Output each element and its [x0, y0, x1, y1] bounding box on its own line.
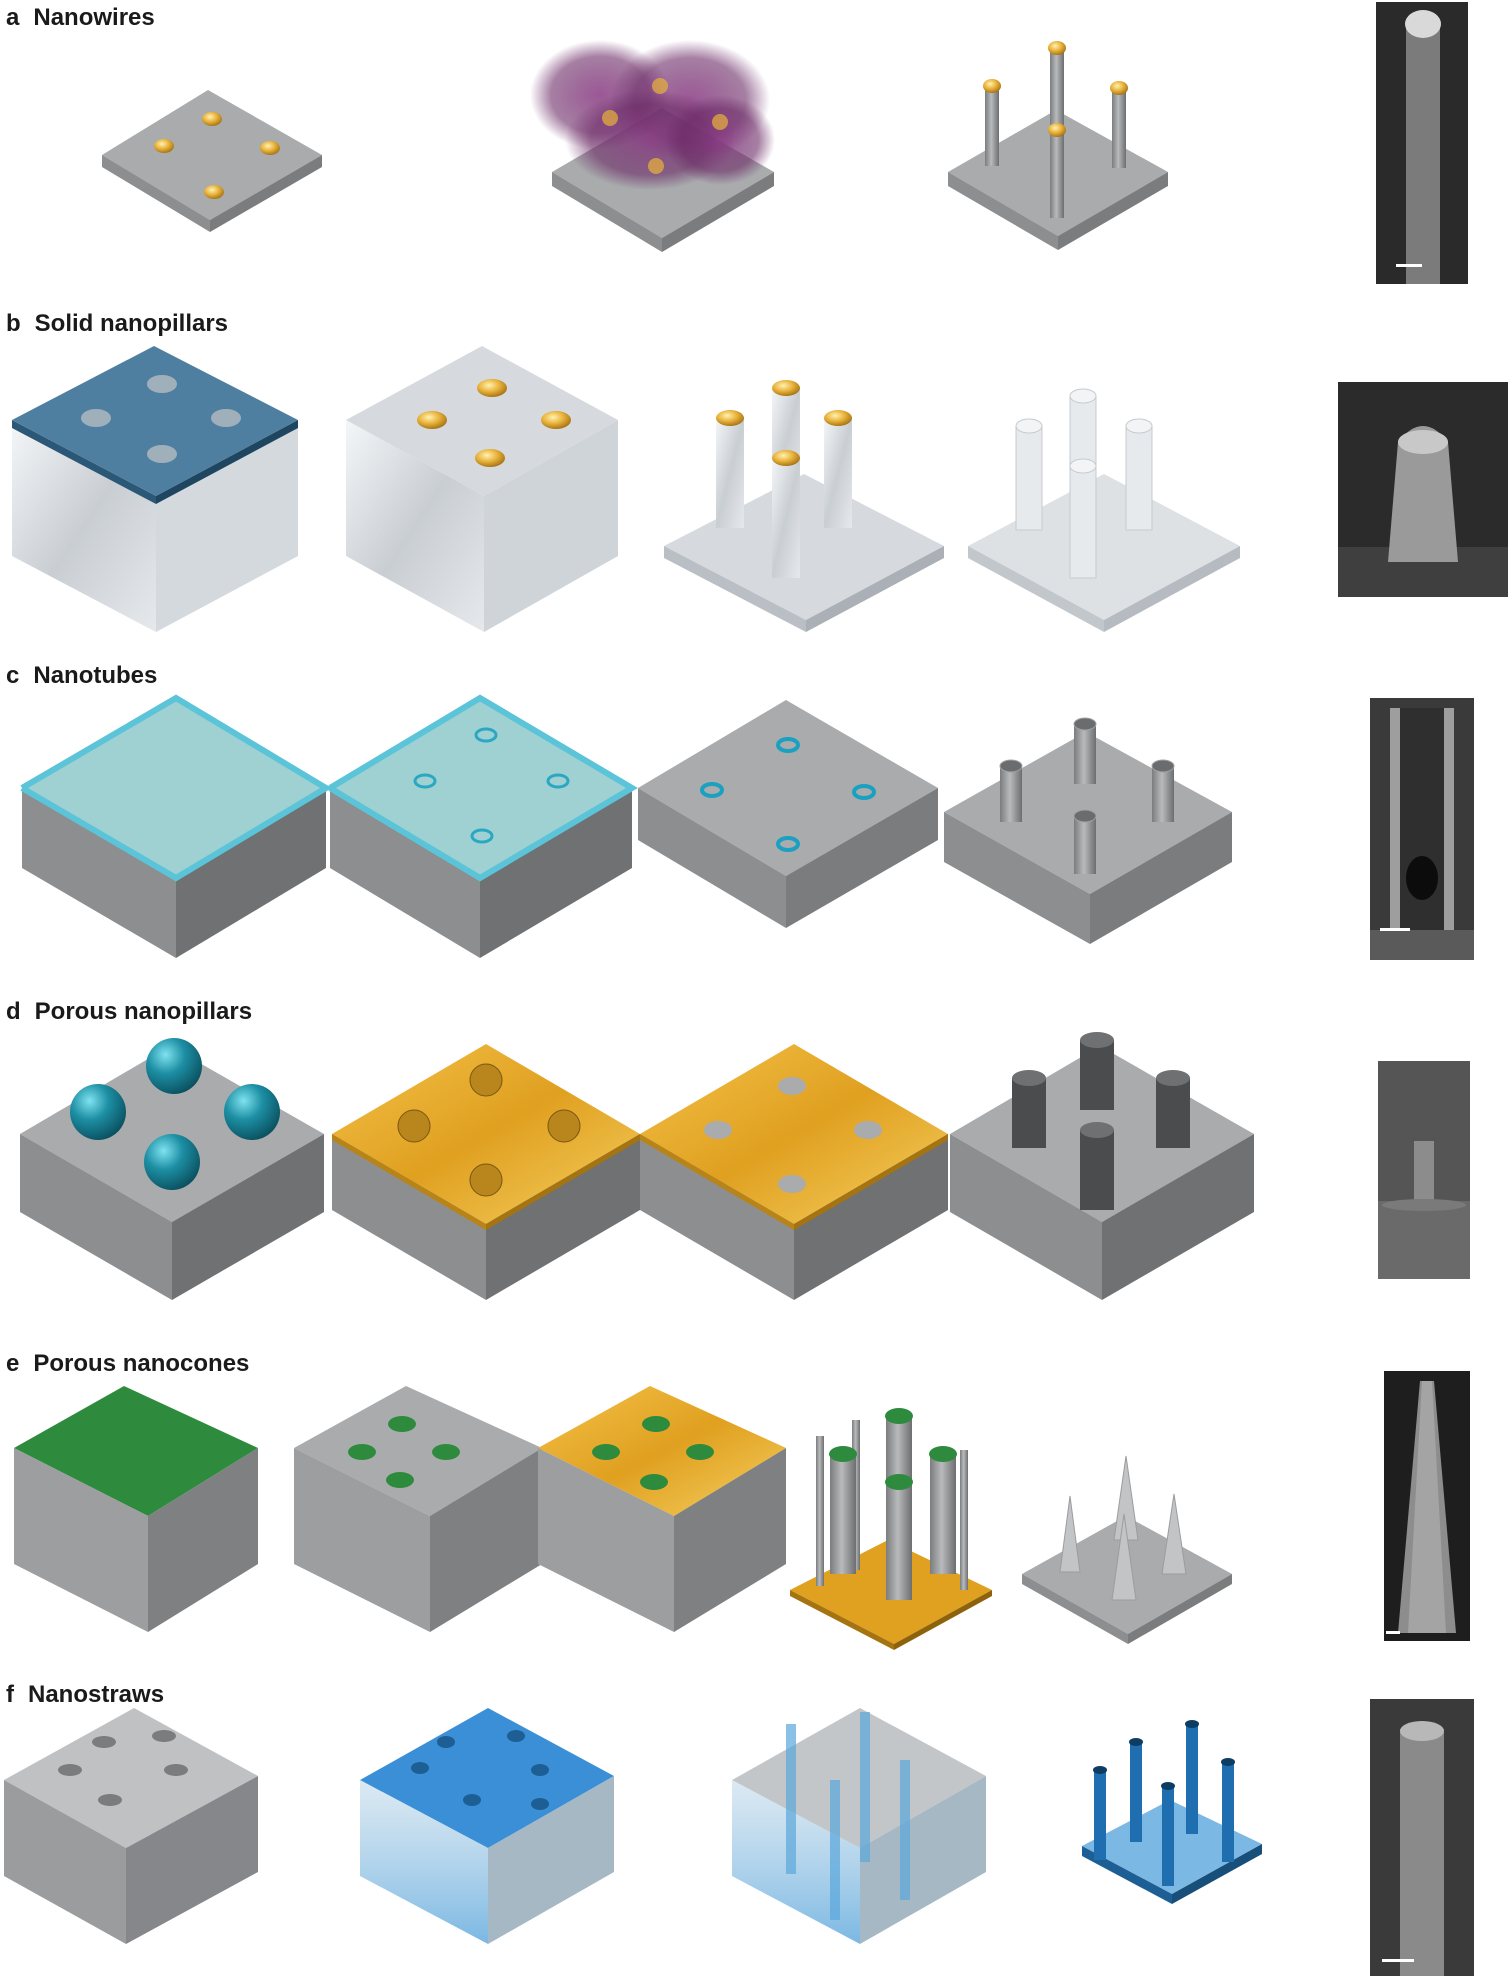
- substrate-block-icon: [102, 90, 322, 232]
- panel-label-b: b Solid nanopillars: [6, 310, 228, 338]
- panel-label-e: e Porous nanocones: [6, 1350, 249, 1378]
- sem-image-d: [1378, 1061, 1470, 1279]
- sem-image-b: [1338, 382, 1508, 597]
- gold-film-holes-icon: [640, 1044, 948, 1300]
- sem-image-a: [1376, 2, 1468, 284]
- coated-block-rings-icon: [328, 694, 638, 958]
- etched-pillars-icon: [664, 380, 944, 632]
- row-c-schematics: [20, 694, 1232, 958]
- green-mask-cube-icon: [294, 1386, 542, 1632]
- panel-title: Porous nanocones: [33, 1350, 250, 1377]
- gold-film-beads-icon: [332, 1044, 640, 1300]
- panel-title: Nanostraws: [28, 1681, 165, 1708]
- panel-label-f: f Nanostraws: [6, 1681, 164, 1709]
- porous-pillar-icon: [950, 1032, 1254, 1300]
- panel-letter: d: [6, 998, 21, 1025]
- resist-cube-icon: [12, 346, 298, 632]
- row-d-schematics: [20, 1032, 1254, 1300]
- row-a-schematics: [102, 40, 1168, 252]
- scale-bar-icon: [1382, 1959, 1414, 1962]
- vapor-cloud-icon: [530, 40, 775, 252]
- gold-film-cube-icon: [538, 1386, 786, 1632]
- panel-label-d: d Porous nanopillars: [6, 998, 252, 1026]
- panel-label-c: c Nanotubes: [6, 662, 157, 690]
- panel-letter: a: [6, 4, 20, 31]
- ring-mask-block-icon: [638, 700, 938, 928]
- nanowire-pillar-icon: [948, 41, 1168, 250]
- row-b-schematics: [12, 346, 1240, 632]
- etched-cones-gold-icon: [790, 1408, 992, 1650]
- scale-bar-icon: [1380, 928, 1410, 931]
- panel-title: Nanowires: [33, 4, 155, 31]
- panel-title: Nanotubes: [33, 662, 158, 689]
- nanocone-icon: [1022, 1455, 1232, 1644]
- panel-letter: f: [6, 1681, 14, 1708]
- panel-title: Solid nanopillars: [34, 310, 229, 337]
- panel-title: Porous nanopillars: [34, 998, 253, 1025]
- blue-coated-block-icon: [360, 1708, 614, 1944]
- metal-mask-cube-icon: [346, 346, 618, 632]
- nanostraw-icon: [1082, 1720, 1262, 1904]
- row-e-schematics: [14, 1386, 1232, 1650]
- hole-block-icon: [4, 1708, 258, 1944]
- row-f-schematics: [4, 1708, 1262, 1944]
- straws-in-block-icon: [732, 1708, 986, 1944]
- scale-bar-icon: [1386, 1631, 1400, 1634]
- sem-image-f: [1370, 1699, 1474, 1976]
- coated-block-icon: [20, 694, 332, 958]
- glass-pillars-icon: [968, 388, 1240, 632]
- panel-letter: c: [6, 662, 20, 689]
- green-coated-cube-icon: [14, 1386, 258, 1632]
- panel-label-a: a Nanowires: [6, 4, 155, 32]
- nanotube-icon: [944, 717, 1232, 944]
- panel-letter: b: [6, 310, 21, 337]
- bead-template-block-icon: [20, 1038, 324, 1300]
- panel-letter: e: [6, 1350, 20, 1377]
- sem-image-c: [1370, 698, 1474, 960]
- sem-image-e: [1384, 1371, 1470, 1641]
- scale-bar-icon: [1396, 264, 1422, 267]
